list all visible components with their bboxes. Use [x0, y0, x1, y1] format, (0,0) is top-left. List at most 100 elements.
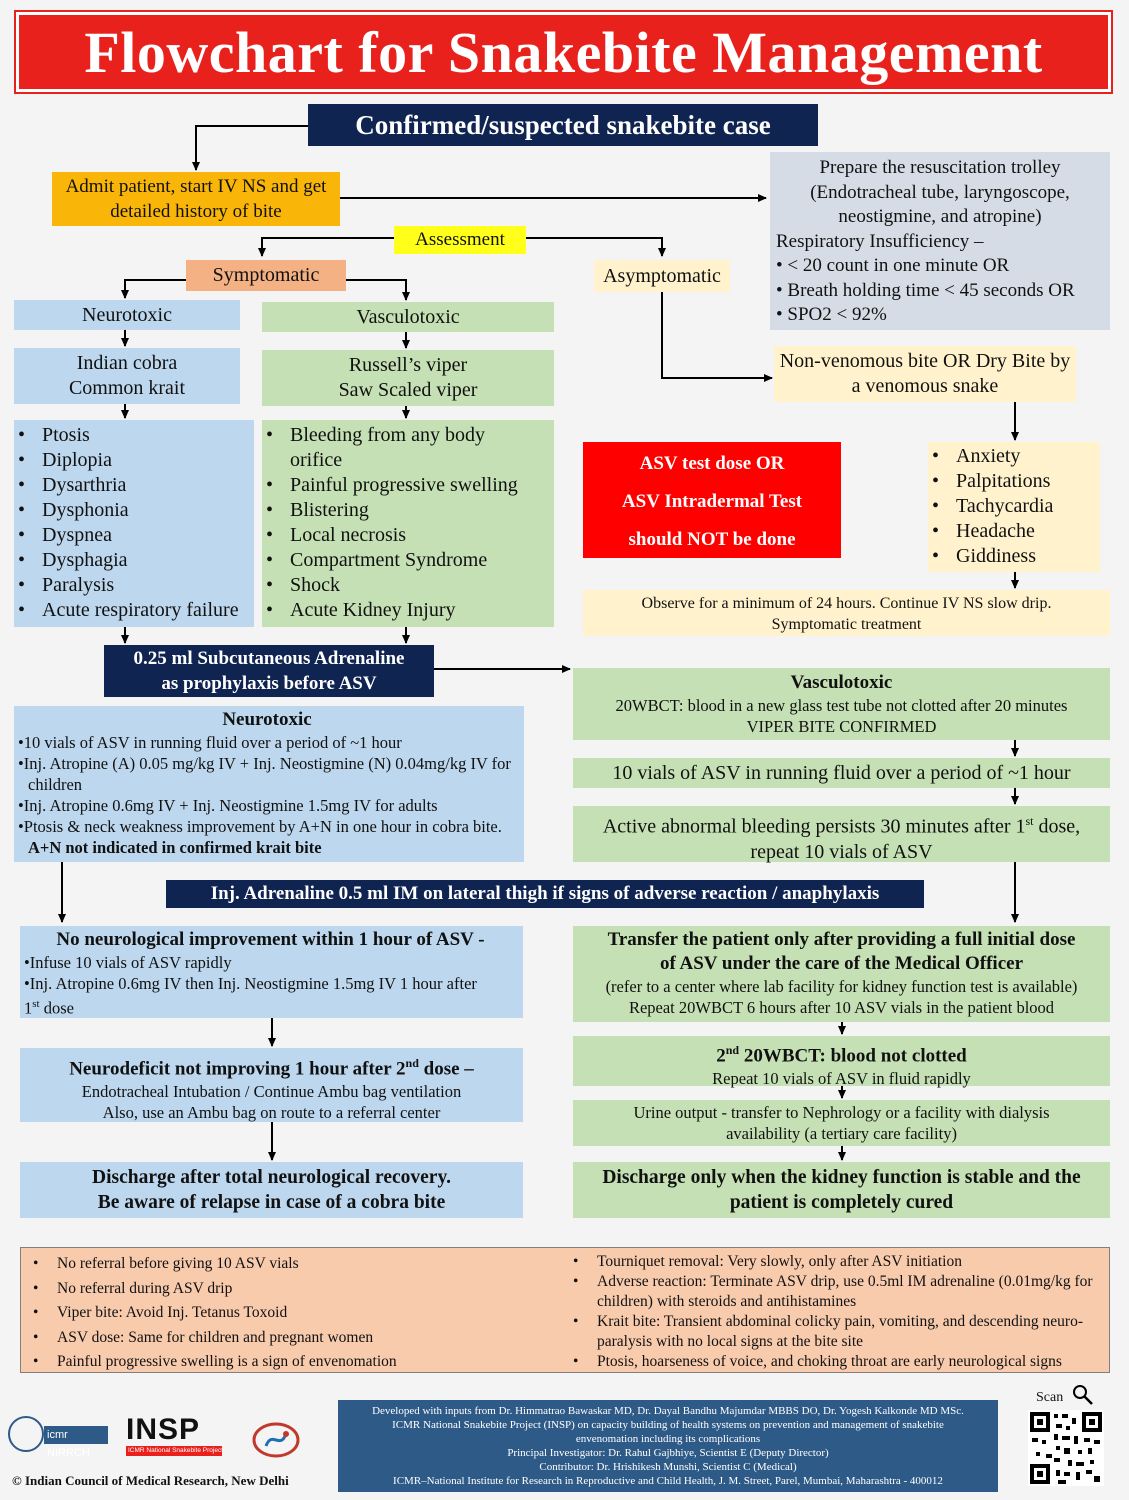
second-wbct-title: 2nd 20WBCT: blood not clotted [716, 1043, 967, 1067]
vaso-treatment-box: Vasculotoxic 20WBCT: blood in a new glas… [573, 668, 1110, 740]
list-item: Acute Kidney Injury [262, 598, 554, 623]
list-item: Compartment Syndrome [262, 548, 554, 573]
adrenaline-im-box: Inj. Adrenaline 0.5 ml IM on lateral thi… [166, 880, 924, 908]
no-neuro-title: No neurological improvement within 1 hou… [56, 929, 485, 950]
confirmed-case-label: Confirmed/suspected snakebite case [355, 110, 771, 140]
list-item: Anxiety [928, 444, 1100, 469]
active-bleeding-line2: repeat 10 vials of ASV [750, 840, 933, 863]
treatment-item: •Ptosis & neck weakness improvement by A… [18, 817, 502, 857]
second-wbct-line: Repeat 10 vials of ASV in fluid rapidly [712, 1069, 971, 1089]
credit-line: envenomation including its complications [575, 1433, 761, 1445]
active-bleeding-line1: Active abnormal bleeding persists 30 min… [602, 814, 1081, 838]
krait-warning: A+N not indicated in confirmed krait bit… [28, 838, 322, 857]
credit-line: ICMR National Snakebite Project (INSP) o… [392, 1419, 944, 1431]
observe-box: Observe for a minimum of 24 hours. Conti… [583, 590, 1110, 636]
key-notes-box: No referral before giving 10 ASV vials N… [20, 1247, 1110, 1375]
treatment-item: •Inj. Atropine 0.6mg IV + Inj. Neostigmi… [18, 796, 438, 815]
warning-line: should NOT be done [628, 529, 796, 550]
notes-right-list: Tourniquet removal: Very slowly, only af… [569, 1252, 1104, 1372]
credit-line: Contributor: Dr. Hrishikesh Munshi, Scie… [539, 1461, 797, 1473]
adrenaline-sc-box: 0.25 ml Subcutaneous Adrenaline as proph… [104, 645, 434, 697]
assessment-box: Assessment [394, 226, 526, 254]
page-title: Flowchart for Snakebite Management [84, 19, 1043, 85]
adrenaline-sc-line: as prophylaxis before ASV [161, 673, 377, 694]
credit-line: ICMR–National Institute for Research in … [393, 1475, 943, 1487]
urine-line: Urine output - transfer to Nephrology or… [633, 1103, 1050, 1122]
vaso-treatment-title: Vasculotoxic [790, 672, 893, 693]
list-item: Bleeding from any body orifice [262, 423, 554, 473]
icmr-nirrch-logo: icmr NIRRCH [44, 1426, 108, 1459]
discharge-neuro-box: Discharge after total neurological recov… [20, 1162, 523, 1218]
discharge-kidney-line: patient is completely cured [729, 1192, 954, 1213]
vaso-symptoms-box: Bleeding from any body orifice Painful p… [262, 420, 554, 627]
trolley-title: Prepare the resuscitation trolley (Endot… [810, 157, 1070, 227]
list-item: Diplopia [14, 448, 254, 473]
symptomatic-box: Symptomatic [186, 260, 346, 291]
treatment-item: •Inj. Atropine (A) 0.05 mg/kg IV + Inj. … [18, 754, 511, 794]
list-item: Dysphagia [14, 548, 254, 573]
icmr-emblem-icon [8, 1416, 44, 1452]
neuro-snakes-box: Indian cobra Common krait [14, 348, 240, 404]
asymptomatic-label: Asymptomatic [603, 265, 721, 287]
list-item: Viper bite: Avoid Inj. Tetanus Toxoid [29, 1301, 559, 1326]
list-item: ASV dose: Same for children and pregnant… [29, 1326, 559, 1351]
vaso-symptom-list: Bleeding from any body orifice Painful p… [262, 423, 554, 623]
adrenaline-im-text: Inj. Adrenaline 0.5 ml IM on lateral thi… [210, 883, 880, 904]
transfer-line: (refer to a center where lab facility fo… [605, 977, 1078, 996]
anxiety-list: Anxiety Palpitations Tachycardia Headach… [928, 444, 1100, 569]
discharge-neuro-line: Discharge after total neurological recov… [91, 1167, 452, 1188]
notes-left-list: No referral before giving 10 ASV vials N… [29, 1252, 559, 1375]
list-item: Paralysis [14, 573, 254, 598]
credits-box: Developed with inputs from Dr. Himmatrao… [338, 1400, 998, 1492]
list-item: Tachycardia [928, 494, 1100, 519]
list-item: Local necrosis [262, 523, 554, 548]
list-item: Blistering [262, 498, 554, 523]
nirrch-logo-text: NIRRCH [47, 1447, 90, 1459]
insp-logo-text: INSP [126, 1413, 201, 1446]
nonvenomous-box: Non-venomous bite OR Dry Bite by a venom… [774, 346, 1076, 402]
neuro-treatment-title: Neurotoxic [222, 709, 312, 730]
urine-line: availability (a tertiary care facility) [726, 1124, 957, 1143]
neuro-symptom-list: Ptosis Diplopia Dysarthria Dysphonia Dys… [14, 423, 254, 623]
list-item: No referral during ASV drip [29, 1277, 559, 1302]
list-item: Krait bite: Transient abdominal colicky … [569, 1312, 1104, 1352]
copyright-text: © Indian Council of Medical Research, Ne… [12, 1473, 289, 1488]
neurodeficit-line: Also, use an Ambu bag on route to a refe… [102, 1103, 441, 1123]
list-item: Painful progressive swelling is a sign o… [29, 1350, 559, 1375]
resp-item: • SPO2 < 92% [776, 304, 887, 325]
qr-code-icon[interactable] [1028, 1410, 1104, 1486]
neurodeficit-box: Neurodeficit not improving 1 hour after … [20, 1048, 523, 1122]
warning-line: ASV Intradermal Test [621, 491, 803, 512]
list-item: No referral before giving 10 ASV vials [29, 1252, 559, 1277]
no-neuro-item: •Infuse 10 vials of ASV rapidly [24, 953, 232, 972]
snake-name: Russell’s viper [348, 354, 468, 376]
resp-item: • < 20 count in one minute OR [776, 255, 1010, 276]
transfer-title: Transfer the patient only after providin… [607, 929, 1076, 950]
observe-line: Symptomatic treatment [771, 616, 922, 633]
icmr-logo-text: icmr [47, 1429, 68, 1441]
transfer-line: Repeat 20WBCT 6 hours after 10 ASV vials… [628, 998, 1055, 1017]
list-item: Dyspnea [14, 523, 254, 548]
magnifier-icon [1072, 1384, 1094, 1406]
list-item: Headache [928, 519, 1100, 544]
asymptomatic-box: Asymptomatic [594, 260, 730, 292]
active-bleeding-box: Active abnormal bleeding persists 30 min… [573, 806, 1110, 863]
credit-line: Developed with inputs from Dr. Himmatrao… [372, 1405, 964, 1417]
asv-warning-box: ASV test dose OR ASV Intradermal Test sh… [583, 442, 841, 558]
list-item: Acute respiratory failure [14, 598, 254, 623]
vasculotoxic-box: Vasculotoxic [262, 302, 554, 332]
neuro-symptoms-box: Ptosis Diplopia Dysarthria Dysphonia Dys… [14, 420, 254, 627]
nonvenomous-text: Non-venomous bite OR Dry Bite by a venom… [779, 350, 1071, 397]
neurodeficit-title: Neurodeficit not improving 1 hour after … [69, 1056, 474, 1080]
vaso-asv-box: 10 vials of ASV in running fluid over a … [573, 758, 1110, 788]
discharge-kidney-line: Discharge only when the kidney function … [602, 1167, 1081, 1188]
list-item: Shock [262, 573, 554, 598]
second-wbct-box: 2nd 20WBCT: blood not clotted Repeat 10 … [573, 1036, 1110, 1089]
no-neuro-item: •Inj. Atropine 0.6mg IV then Inj. Neosti… [24, 974, 477, 993]
snake-emblem-svg [252, 1422, 300, 1458]
vaso-snakes-box: Russell’s viper Saw Scaled viper [262, 350, 554, 406]
title-banner: Flowchart for Snakebite Management [14, 10, 1113, 94]
resp-item: • Breath holding time < 45 seconds OR [776, 279, 1075, 301]
transfer-title: of ASV under the care of the Medical Off… [659, 953, 1024, 974]
